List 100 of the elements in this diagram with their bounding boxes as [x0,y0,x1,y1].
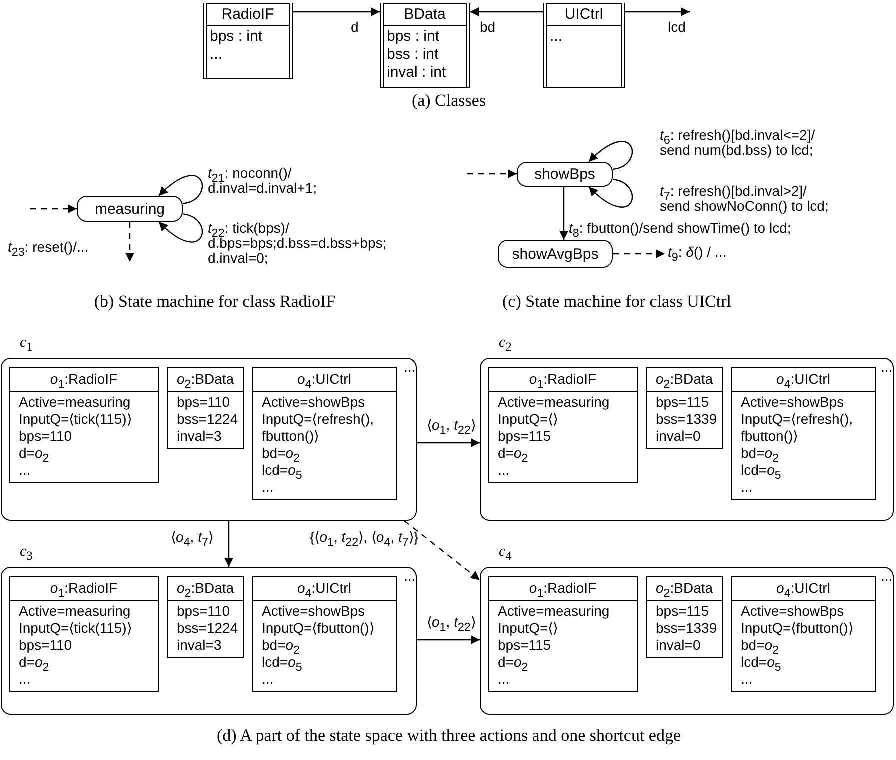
object-name: o$_{1}$:RadioIF [489,368,637,392]
edge-label: t$_{22}$: tick(bps)/ d.bps=bps;d.bss=d.bss+bps; d.inval=0; [208,221,388,266]
attribute-text: bss=1224 [176,620,240,637]
attribute-text: ... [261,671,275,688]
object-name: o$_{1}$:RadioIF [10,368,158,392]
attribute-text: bps=115 [655,603,710,620]
attribute-text: ... [549,28,564,46]
configuration-label: c$_{1}$ [20,335,33,352]
class-name: BData [384,4,466,26]
object-box [488,576,638,692]
edge-label: t$_{8}$: fbutton()/send showTime() to lcd; [569,221,792,236]
attribute-text: bss=1224 [176,411,240,428]
attribute-text: InputQ=⟨fbutton()⟩ [740,620,854,637]
edge-label: bd [480,20,496,35]
edge-label: {⟨o$_{1}$, t$_{22}$⟩, ⟨o$_{4}$, t$_{7}$⟩} [310,530,419,545]
object-name: o$_{2}$:BData [168,368,243,392]
figure-caption: (d) A part of the state space with three actions and one shortcut edge [216,726,682,746]
ellipsis-text: ... [881,568,893,584]
attribute-text: ... [740,671,754,688]
edge-label: lcd [668,20,686,35]
attribute-text: ... [261,479,275,496]
attribute-text: inval=0 [655,637,702,654]
attribute-text: lcd=o$_{5}$ [261,654,304,671]
attribute-text: d=o$_{2}$ [18,654,50,671]
attribute-text: bps=110 [176,394,232,411]
state-box: showBps [517,162,613,187]
object-box [646,367,723,449]
attribute-text: ... [497,462,511,479]
attribute-text: lcd=o$_{5}$ [261,462,304,479]
attribute-text: d=o$_{2}$ [18,445,50,462]
class-box [380,3,470,88]
attribute-text: ... [18,462,32,479]
ellipsis-text: ... [881,359,893,375]
object-name: o$_{1}$:RadioIF [489,577,637,601]
arrow [158,214,203,243]
configuration-label: c$_{2}$ [499,335,512,352]
attribute-text: bps=115 [497,428,552,445]
attribute-text: bps=115 [497,637,552,654]
attribute-text: InputQ=⟨⟩ [497,620,560,637]
arrow [417,636,480,644]
attribute-text: d=o$_{2}$ [497,654,530,671]
object-name: o$_{4}$:UICtrl [732,577,875,601]
attribute-text: bss=1339 [655,620,718,637]
attribute-text: Active=showBps [740,394,846,411]
arrow [224,521,234,567]
object-box [488,367,638,483]
arrow [158,175,203,204]
dashed-arrow [30,204,77,214]
attribute-text: d=o$_{2}$ [497,445,530,462]
attribute-text: InputQ=⟨⟩ [497,411,560,428]
object-box [731,576,876,692]
attribute-text: inval : int [386,64,448,82]
attribute-text: inval=3 [176,428,223,445]
object-name: o$_{2}$:BData [647,368,722,392]
object-box [167,576,244,658]
attribute-text: Active=showBps [261,394,366,411]
figure-caption: (c) State machine for class UICtrl [502,292,732,312]
attribute-text: InputQ=⟨tick(115)⟩ [18,620,133,637]
attribute-text: inval=3 [176,637,223,654]
arrow [417,438,480,448]
attribute-text: lcd=o$_{5}$ [740,462,782,479]
attribute-text: InputQ=⟨tick(115)⟩ [18,411,133,428]
object-name: o$_{4}$:UICtrl [253,577,396,601]
arrow [560,187,568,240]
attribute-text: Active=measuring [18,394,132,411]
attribute-text: lcd=o$_{5}$ [740,654,782,671]
attribute-text: bss=1339 [655,411,718,428]
attribute-text: bps=110 [18,637,74,654]
arrow [588,178,633,208]
attribute-text: bps=115 [655,394,710,411]
arrow [470,8,543,16]
dashed-arrow [613,250,665,258]
figure-caption: (a) Classes [410,91,488,111]
object-box [9,367,159,483]
object-name: o$_{1}$:RadioIF [10,577,158,601]
attribute-text: Active=showBps [740,603,846,620]
attribute-text: InputQ=⟨fbutton()⟩ [261,620,376,637]
edge-label: t$_{9}$: δ() / ... [668,245,727,260]
object-box [646,576,723,658]
object-box [252,367,397,500]
attribute-text: Active=measuring [18,603,132,620]
attribute-text: bd=o$_{2}$ [261,637,302,654]
attribute-text: bps : int [209,28,264,46]
attribute-text: ... [497,671,511,688]
object-name: o$_{4}$:UICtrl [732,368,875,392]
attribute-text: inval=0 [655,428,702,445]
object-name: o$_{4}$:UICtrl [253,368,396,392]
object-name: o$_{2}$:BData [647,577,722,601]
object-box [167,367,244,449]
edge-label: d [351,20,359,35]
attribute-text: bss : int [386,46,440,64]
attribute-text: Active=measuring [497,394,611,411]
attribute-text: Active=showBps [261,603,366,620]
attribute-text: bd=o$_{2}$ [740,637,780,654]
class-name: UICtrl [547,4,621,26]
object-box [731,367,876,500]
attribute-text: bd=o$_{2}$ [261,445,302,462]
attribute-text: bd=o$_{2}$ [740,445,780,462]
dashed-arrow [126,222,134,262]
object-box [252,576,397,692]
